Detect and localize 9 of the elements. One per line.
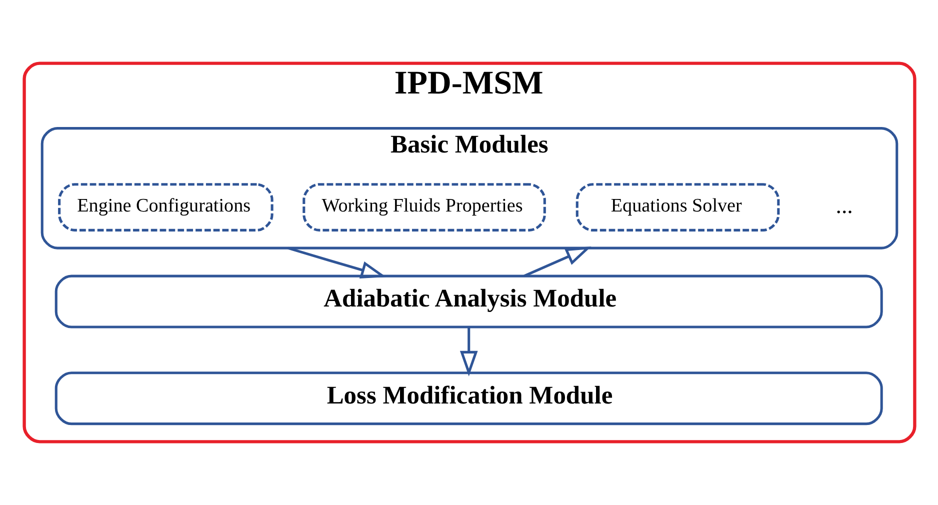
- node-box: Adiabatic Analysis Module: [54, 274, 882, 328]
- node-box: Working Fluids Properties: [302, 183, 546, 232]
- node-box: Loss Modification Module: [54, 372, 882, 426]
- arrow: [459, 327, 478, 376]
- arrow: [523, 246, 591, 278]
- label: ...: [835, 192, 852, 218]
- node-box: Engine Configurations: [58, 183, 273, 232]
- arrow: [287, 246, 386, 279]
- node-box: Equations Solver: [575, 183, 780, 232]
